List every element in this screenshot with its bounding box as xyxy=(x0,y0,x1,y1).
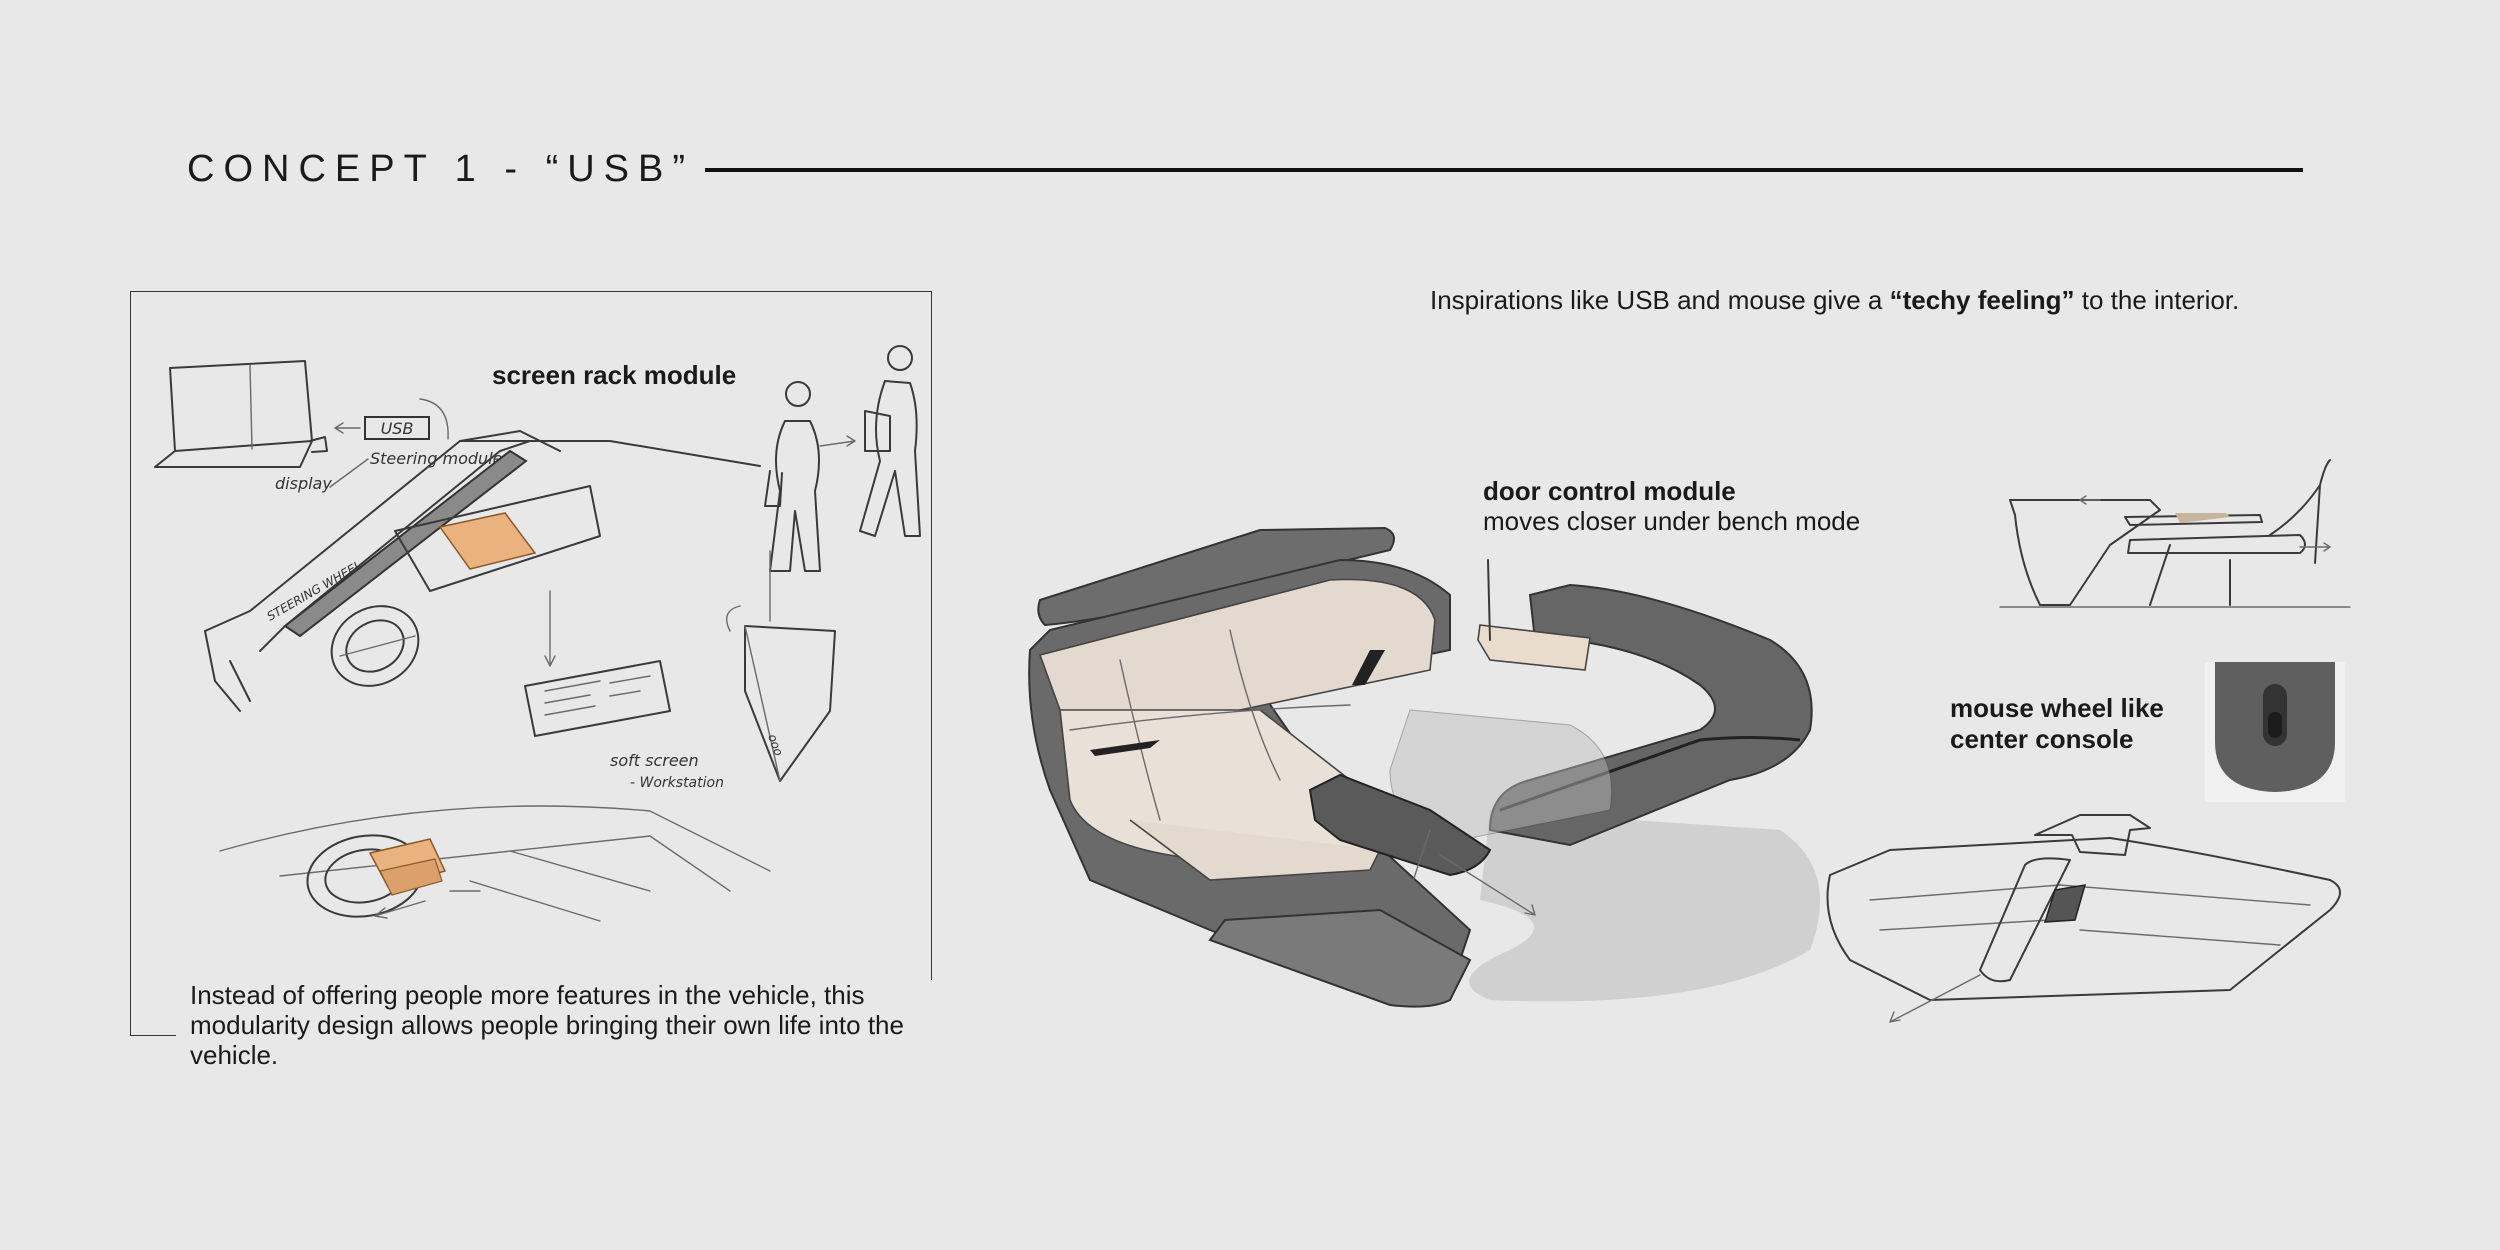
screen-rack-label: screen rack module xyxy=(492,360,737,390)
bench-seat-render xyxy=(1028,526,1820,1008)
people-sketch xyxy=(764,345,921,572)
inspiration-suffix: to the interior. xyxy=(2074,285,2240,315)
description-text: Instead of offering people more features… xyxy=(176,980,944,1070)
lower-dashboard-sketch xyxy=(219,805,771,922)
page-title: CONCEPT 1 - “USB” xyxy=(187,148,695,190)
door-module-title: door control module xyxy=(1483,476,1736,506)
display-note: display xyxy=(275,474,332,493)
steering-note: Steering module xyxy=(370,449,503,468)
inspiration-prefix: Inspirations like USB and mouse give a xyxy=(1430,285,1890,315)
usb-note: USB xyxy=(381,419,414,438)
mouse-title-line2: center console xyxy=(1950,724,2134,754)
inspiration-bold: “techy feeling” xyxy=(1889,285,2075,315)
inspiration-text: Inspirations like USB and mouse give a “… xyxy=(1430,285,2239,316)
soft-screen-sketch: soft screen - Workstation xyxy=(524,660,724,791)
mouse-title-line1: mouse wheel like xyxy=(1950,693,2164,723)
title-rule xyxy=(705,168,2303,172)
folding-screen-sketch: ooo xyxy=(726,550,836,782)
door-module-desc: moves closer under bench mode xyxy=(1483,506,1861,536)
workstation-note: - Workstation xyxy=(630,775,724,791)
dashboard-sketch: STEERING WHEEL xyxy=(204,430,761,712)
side-view-sketch xyxy=(1999,459,2351,608)
soft-screen-note: soft screen xyxy=(610,751,699,770)
screen-rack-sketch: USB Steering module display STEERING WHE… xyxy=(154,345,921,922)
svg-text:ooo: ooo xyxy=(765,732,786,757)
laptop-sketch xyxy=(154,360,361,468)
mouse-photo xyxy=(2205,662,2345,802)
bench-mode-sketch xyxy=(1826,814,2341,1023)
